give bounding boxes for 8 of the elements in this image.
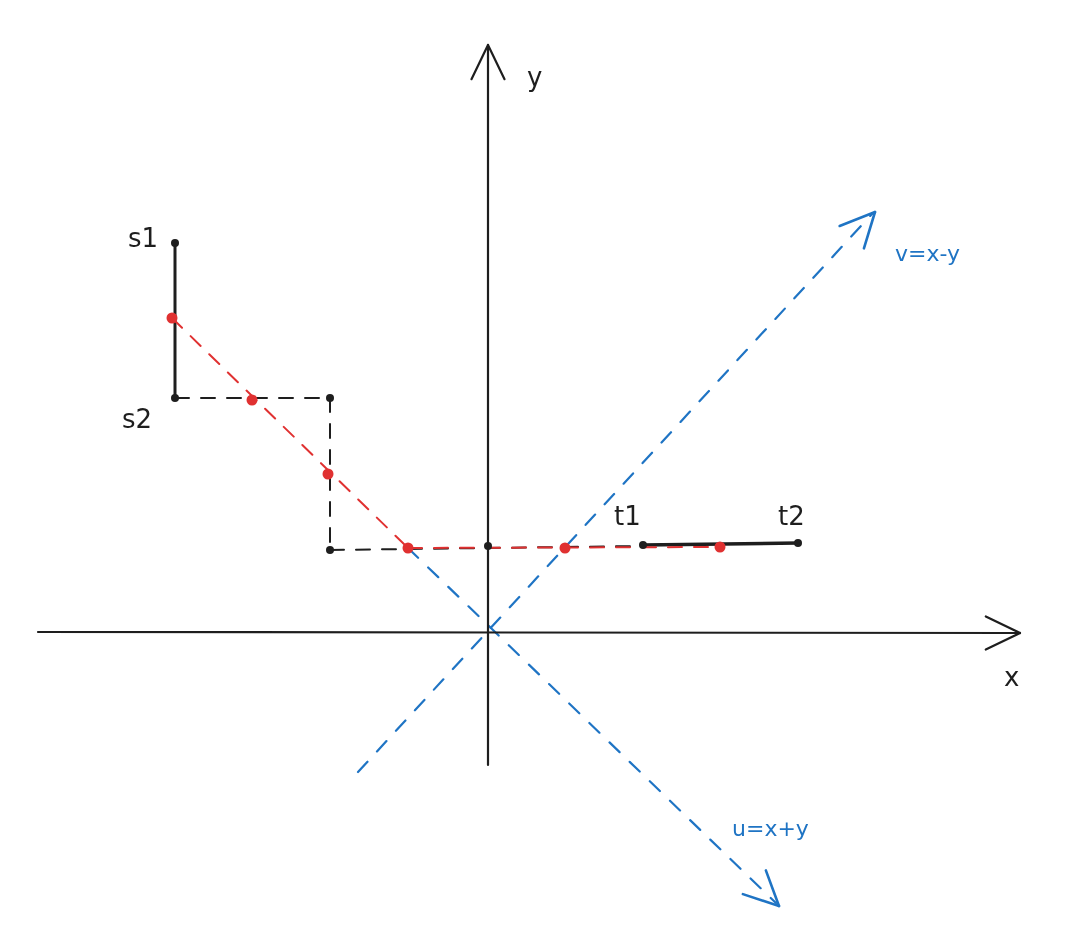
- axis-label: x: [1004, 664, 1020, 690]
- axis-label: u=x+y: [732, 818, 809, 840]
- point-label: s2: [122, 406, 153, 432]
- axis-label: v=x-y: [895, 243, 961, 265]
- point-label: s1: [128, 225, 159, 251]
- point-label: t2: [778, 503, 805, 529]
- axis-label: y: [527, 64, 543, 90]
- point-label: t1: [614, 503, 641, 529]
